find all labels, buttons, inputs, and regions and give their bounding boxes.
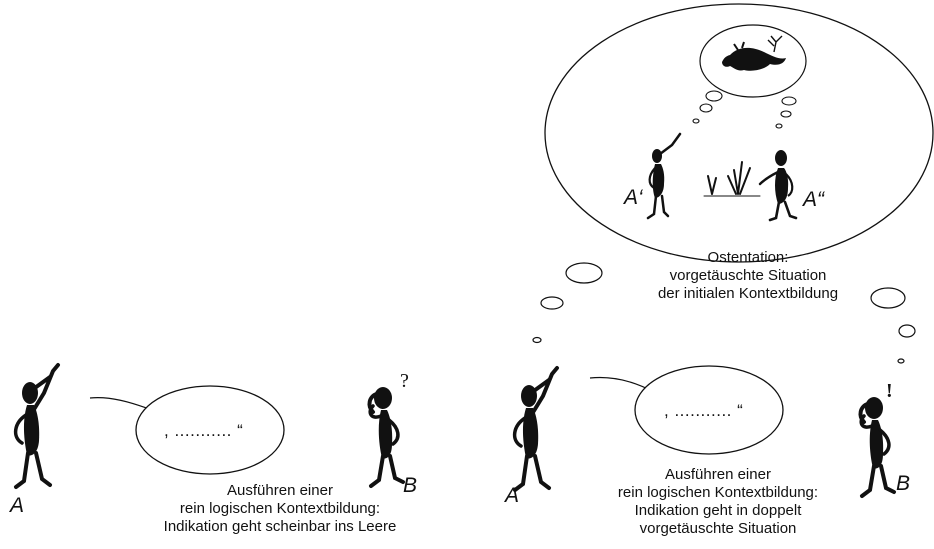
thought-chain-a — [532, 262, 603, 344]
left-panel — [13, 363, 405, 489]
speech-text-left: , ........... “ — [164, 421, 244, 440]
exclamation-mark-icon: ! — [886, 380, 893, 402]
caption-thought-line-2: vorgetäuschte Situation — [669, 267, 827, 284]
figure-a-double-prime — [758, 150, 798, 222]
caption-thought-line-3: der initialen Kontextbildung — [657, 285, 839, 302]
label-a-double-prime: A“ — [803, 188, 824, 211]
caption-right-line-2: rein logischen Kontextbildung: — [617, 484, 819, 501]
label-a-right: A — [505, 484, 520, 507]
person-a-right-figure — [512, 366, 559, 492]
animal-silhouette-icon — [722, 35, 786, 71]
caption-right-line-4: vorgetäuschte Situation — [639, 520, 797, 537]
caption-left-line-2: rein logischen Kontextbildung: — [179, 500, 381, 517]
inner-thought-chain — [692, 90, 797, 129]
caption-thought-line-1: Ostentation: — [707, 249, 789, 266]
caption-thought: Ostentation: vorgetäuschte Situation der… — [628, 249, 868, 303]
caption-left-line-1: Ausführen einer — [227, 482, 333, 499]
caption-right-line-1: Ausführen einer — [665, 466, 771, 483]
label-a-prime: A‘ — [624, 186, 643, 209]
speech-tail-left — [89, 397, 153, 411]
question-mark-icon: ? — [400, 370, 409, 392]
person-b-left-figure — [367, 385, 405, 488]
label-b-right: B — [896, 472, 911, 495]
figure-a-prime — [646, 132, 682, 220]
caption-right: Ausführen einer rein logischen Kontextbi… — [598, 466, 838, 538]
right-panel — [512, 365, 896, 498]
label-b-left: B — [403, 474, 418, 497]
caption-right-line-3: Indikation geht in doppelt — [634, 502, 802, 519]
caption-left-line-3: Indikation geht scheinbar ins Leere — [163, 518, 397, 535]
thought-chain-b — [870, 287, 916, 364]
plant-icon — [703, 161, 761, 197]
label-a-left: A — [10, 494, 25, 517]
speech-bubble-left — [135, 385, 285, 475]
person-a-left-figure — [13, 363, 61, 489]
thought-bubble-large — [544, 3, 934, 263]
speech-bubble-right — [634, 365, 784, 455]
caption-left: Ausführen einer rein logischen Kontextbi… — [160, 482, 400, 536]
person-b-right-figure — [858, 395, 896, 498]
speech-text-right: , ........... “ — [664, 401, 744, 420]
speech-tail-right — [589, 376, 651, 391]
